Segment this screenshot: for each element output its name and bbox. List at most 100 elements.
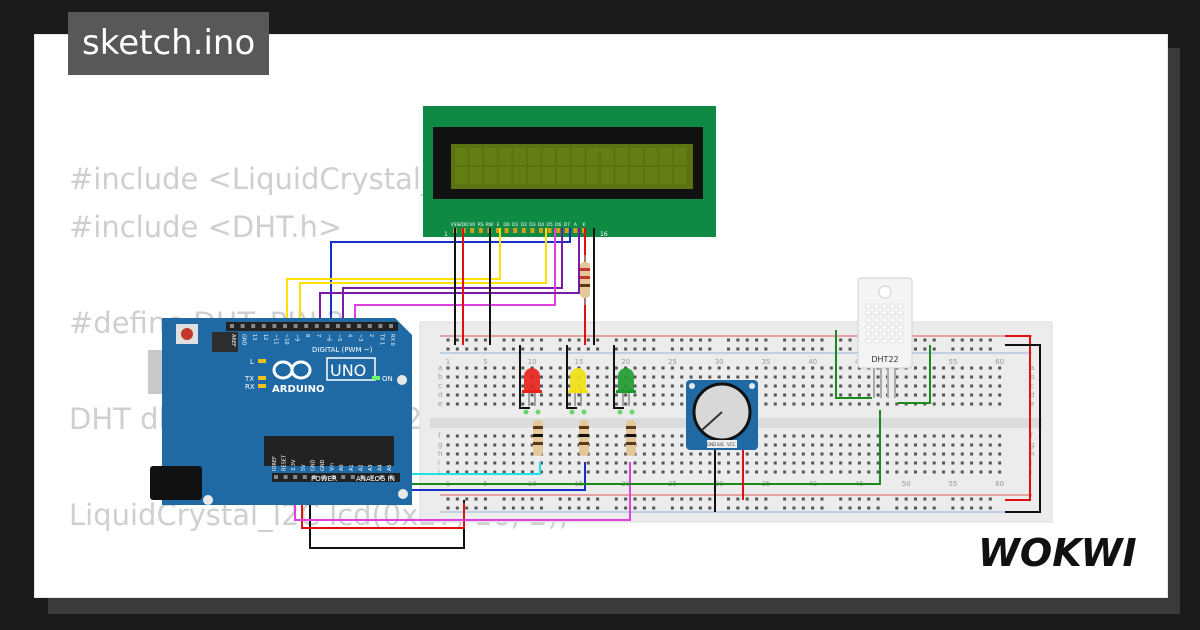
- lcd-cell: [630, 148, 643, 165]
- arduino-pin-label: 5V: [301, 464, 307, 471]
- lcd-pin-label: V0: [469, 222, 475, 228]
- power-jack: [150, 466, 202, 500]
- arduino-pin-label: GND: [241, 334, 247, 346]
- dht22-vent-grid: [865, 303, 904, 344]
- lcd-cell: [615, 167, 629, 184]
- lcd-pin: [504, 228, 509, 233]
- wire-yellow-lcd: [286, 228, 501, 330]
- breadboard-column-number: 60: [995, 480, 1004, 488]
- lcd-cell: [528, 167, 541, 184]
- sketch-filename-tab[interactable]: sketch.ino: [68, 12, 270, 75]
- lcd-pin: [573, 228, 578, 233]
- led-red[interactable]: [522, 368, 542, 415]
- wire-purple2-lcd: [319, 228, 580, 330]
- lcd-pin: [470, 228, 475, 233]
- breadboard-row-letter: f: [1030, 432, 1033, 440]
- lcd-pin-label: RW: [486, 222, 494, 228]
- led-rx-label: RX: [245, 383, 255, 391]
- lcd-cell: [630, 167, 643, 184]
- dht22-sensor: DHT22: [857, 277, 913, 398]
- lcd-pin: [513, 228, 518, 233]
- breadboard-row-letter: g: [1030, 441, 1034, 449]
- arduino-pin-label: Vin: [330, 463, 336, 471]
- breadboard-column-number: 30: [715, 358, 724, 366]
- lcd-pin-label: D2: [521, 222, 527, 228]
- breadboard-row-letter: f: [438, 432, 441, 440]
- lcd-cell: [644, 167, 658, 184]
- breadboard-row-letter: d: [1030, 391, 1034, 399]
- breadboard-row-letter: c: [1030, 382, 1034, 390]
- breadboard-holes: [446, 338, 1002, 510]
- arduino-pin-label: RX 0: [389, 334, 395, 346]
- lcd-cell: [542, 148, 556, 165]
- breadboard-row-letter: j: [437, 468, 440, 476]
- lcd-cell: [674, 167, 687, 184]
- led-yellow[interactable]: [568, 368, 588, 415]
- analog-header: [272, 473, 400, 482]
- lcd-cell: [557, 148, 570, 165]
- breadboard-row-letter: a: [1030, 364, 1034, 372]
- arduino-pin-label: 3.3V: [291, 459, 297, 471]
- lcd-cell: [601, 167, 614, 184]
- arduino-pin-label: 2: [368, 334, 374, 337]
- arduino-pin-label: 8: [304, 334, 310, 337]
- lcd-pin-label: D5: [546, 222, 552, 228]
- lcd-pin-label: E: [497, 222, 500, 228]
- breadboard-column-number: 10: [528, 358, 537, 366]
- reset-button[interactable]: [181, 328, 193, 340]
- breadboard-row-letter: a: [438, 364, 442, 372]
- arduino-pin-label: ~3: [357, 334, 363, 341]
- lcd-pin-label: D4: [538, 222, 544, 228]
- arduino-pin-label: 7: [315, 334, 321, 337]
- pot-pin-vcc: VCC: [727, 442, 736, 447]
- breadboard-column-number: 55: [948, 480, 957, 488]
- breadboard-column-number: 60: [995, 358, 1004, 366]
- lcd-pin: [539, 228, 543, 233]
- arduino-pin-label: 4: [347, 334, 353, 337]
- power-label: POWER: [311, 475, 337, 483]
- lcd-pin-label: VSS: [451, 222, 460, 228]
- lcd-pin-last: 16: [600, 231, 608, 238]
- lcd-pin-label: D1: [512, 222, 518, 228]
- pot-pin-sig: SIG: [717, 442, 724, 447]
- lcd-pin: [478, 228, 483, 233]
- lcd-cell: [513, 167, 526, 184]
- breadboard-row-letter: h: [1030, 450, 1034, 458]
- arduino-pin-label: ~9: [294, 334, 300, 341]
- breadboard-row-letter: i: [438, 459, 440, 467]
- lcd-cell: [469, 148, 483, 165]
- breadboard-column-number: 5: [483, 358, 487, 366]
- pot-pin-gnd: GND: [707, 442, 716, 447]
- lcd-cell: [528, 148, 541, 165]
- breadboard-row-letter: d: [438, 391, 442, 399]
- lcd-pin-label: K: [583, 222, 587, 228]
- lcd-cell: [498, 167, 512, 184]
- led-green[interactable]: [616, 368, 636, 415]
- breadboard-column-number: 35: [761, 358, 770, 366]
- lcd-pin-label: D6: [555, 222, 561, 228]
- arduino-pin-label: ~11: [272, 334, 278, 345]
- lcd-cell: [484, 148, 497, 165]
- potentiometer[interactable]: GND SIG VCC: [686, 380, 758, 450]
- wire-blue-lcd: [330, 228, 571, 330]
- led-tx-label: TX: [244, 375, 254, 383]
- arduino-logo: ARDUINO: [272, 384, 324, 395]
- wire-yellow2-lcd: [299, 228, 547, 330]
- lcd-cell: [469, 167, 483, 184]
- lcd-pin-first: 1: [444, 231, 448, 238]
- atmega-chip: [264, 436, 394, 466]
- resistor-lcd: [580, 255, 590, 305]
- arduino-infinity-logo: [272, 360, 312, 380]
- breadboard-column-number: 1: [446, 358, 450, 366]
- leds: [522, 368, 636, 415]
- lcd-pin-label: RS: [478, 222, 484, 228]
- lcd-pin-label: D7: [564, 222, 570, 228]
- lcd-cell: [571, 148, 585, 165]
- lcd-cell: [455, 148, 468, 165]
- arduino-model: UNO: [330, 361, 366, 380]
- lcd-cell: [498, 148, 512, 165]
- arduino-pin-label: 13: [251, 334, 257, 340]
- code-line: #include <DHT.h>: [69, 210, 343, 244]
